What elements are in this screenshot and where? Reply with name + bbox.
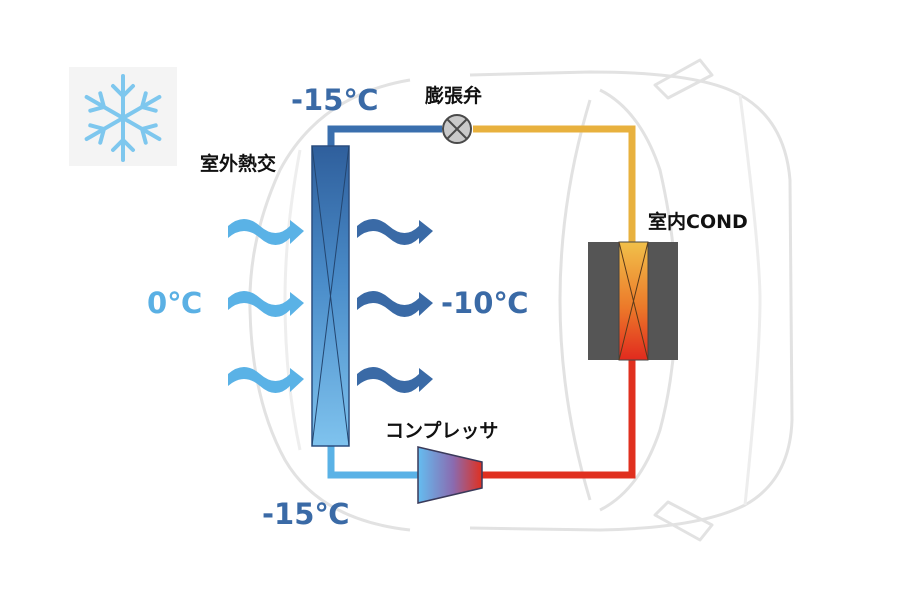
inlet-air-arrows: [228, 219, 304, 393]
inlet-air-arrow: [228, 367, 304, 393]
bottom-pipe-temperature: -15℃: [262, 497, 350, 531]
expansion-valve-icon: [442, 114, 472, 144]
outlet-air-arrow: [357, 367, 433, 393]
pipe-cond-to-compressor: [482, 360, 636, 479]
outlet-air-arrow: [357, 291, 433, 317]
inlet-air-arrow: [228, 291, 304, 317]
outlet-air-temperature: -10℃: [441, 286, 529, 320]
pipe-hex-to-valve: [327, 125, 442, 150]
outlet-air-arrows: [357, 219, 433, 393]
indoor-cond-label: 室内COND: [648, 210, 748, 233]
refrigerant-loop: [327, 125, 636, 479]
compressor-label: コンプレッサ: [385, 419, 498, 442]
expansion-valve-label: 膨張弁: [424, 84, 482, 107]
outlet-air-arrow: [357, 219, 433, 245]
pipe-valve-to-cond: [473, 125, 636, 242]
snowflake-icon: [79, 74, 167, 162]
inlet-air-temperature: 0℃: [147, 286, 202, 320]
inlet-air-arrow: [228, 219, 304, 245]
outdoor-hex-label: 室外熱交: [200, 152, 276, 175]
indoor-condenser: [588, 241, 678, 361]
outdoor-heat-exchanger: [311, 145, 350, 447]
pipe-compressor-to-hex: [327, 446, 418, 479]
mode-tile: [69, 67, 177, 166]
top-pipe-temperature: -15℃: [291, 83, 379, 117]
compressor-icon: [417, 446, 483, 504]
